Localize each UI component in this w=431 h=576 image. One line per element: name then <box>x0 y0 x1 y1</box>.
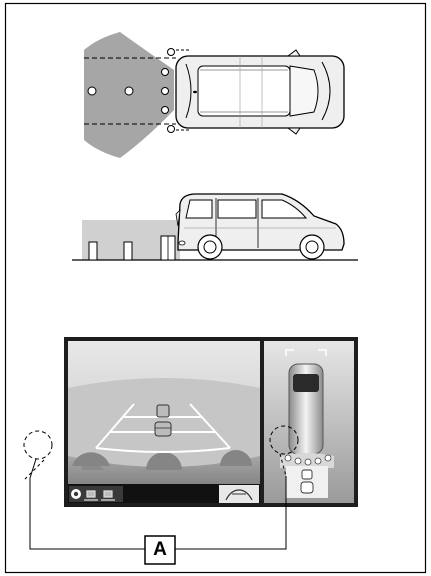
camera-screen-icon <box>64 337 358 507</box>
top-view-diagram <box>84 32 344 158</box>
ultrasonic-sensor-icon <box>168 49 175 56</box>
vehicle-side-icon <box>176 194 344 259</box>
side-view-diagram <box>72 194 358 260</box>
callout-box <box>145 536 175 564</box>
sensor-status-icon <box>69 486 123 502</box>
obstacle-post-icon <box>124 242 132 260</box>
obstacle-post-icon <box>89 242 97 260</box>
ultrasonic-sensor-icon <box>162 69 169 76</box>
ultrasonic-sensor-icon <box>168 126 175 133</box>
ultrasonic-sensor-icon <box>162 88 169 95</box>
ultrasonic-sensor-icon <box>125 87 133 95</box>
ultrasonic-sensor-icon <box>88 87 96 95</box>
ultrasonic-sensor-icon <box>162 107 169 114</box>
vehicle-top-icon <box>176 50 344 134</box>
parking-mode-icon <box>219 485 259 503</box>
